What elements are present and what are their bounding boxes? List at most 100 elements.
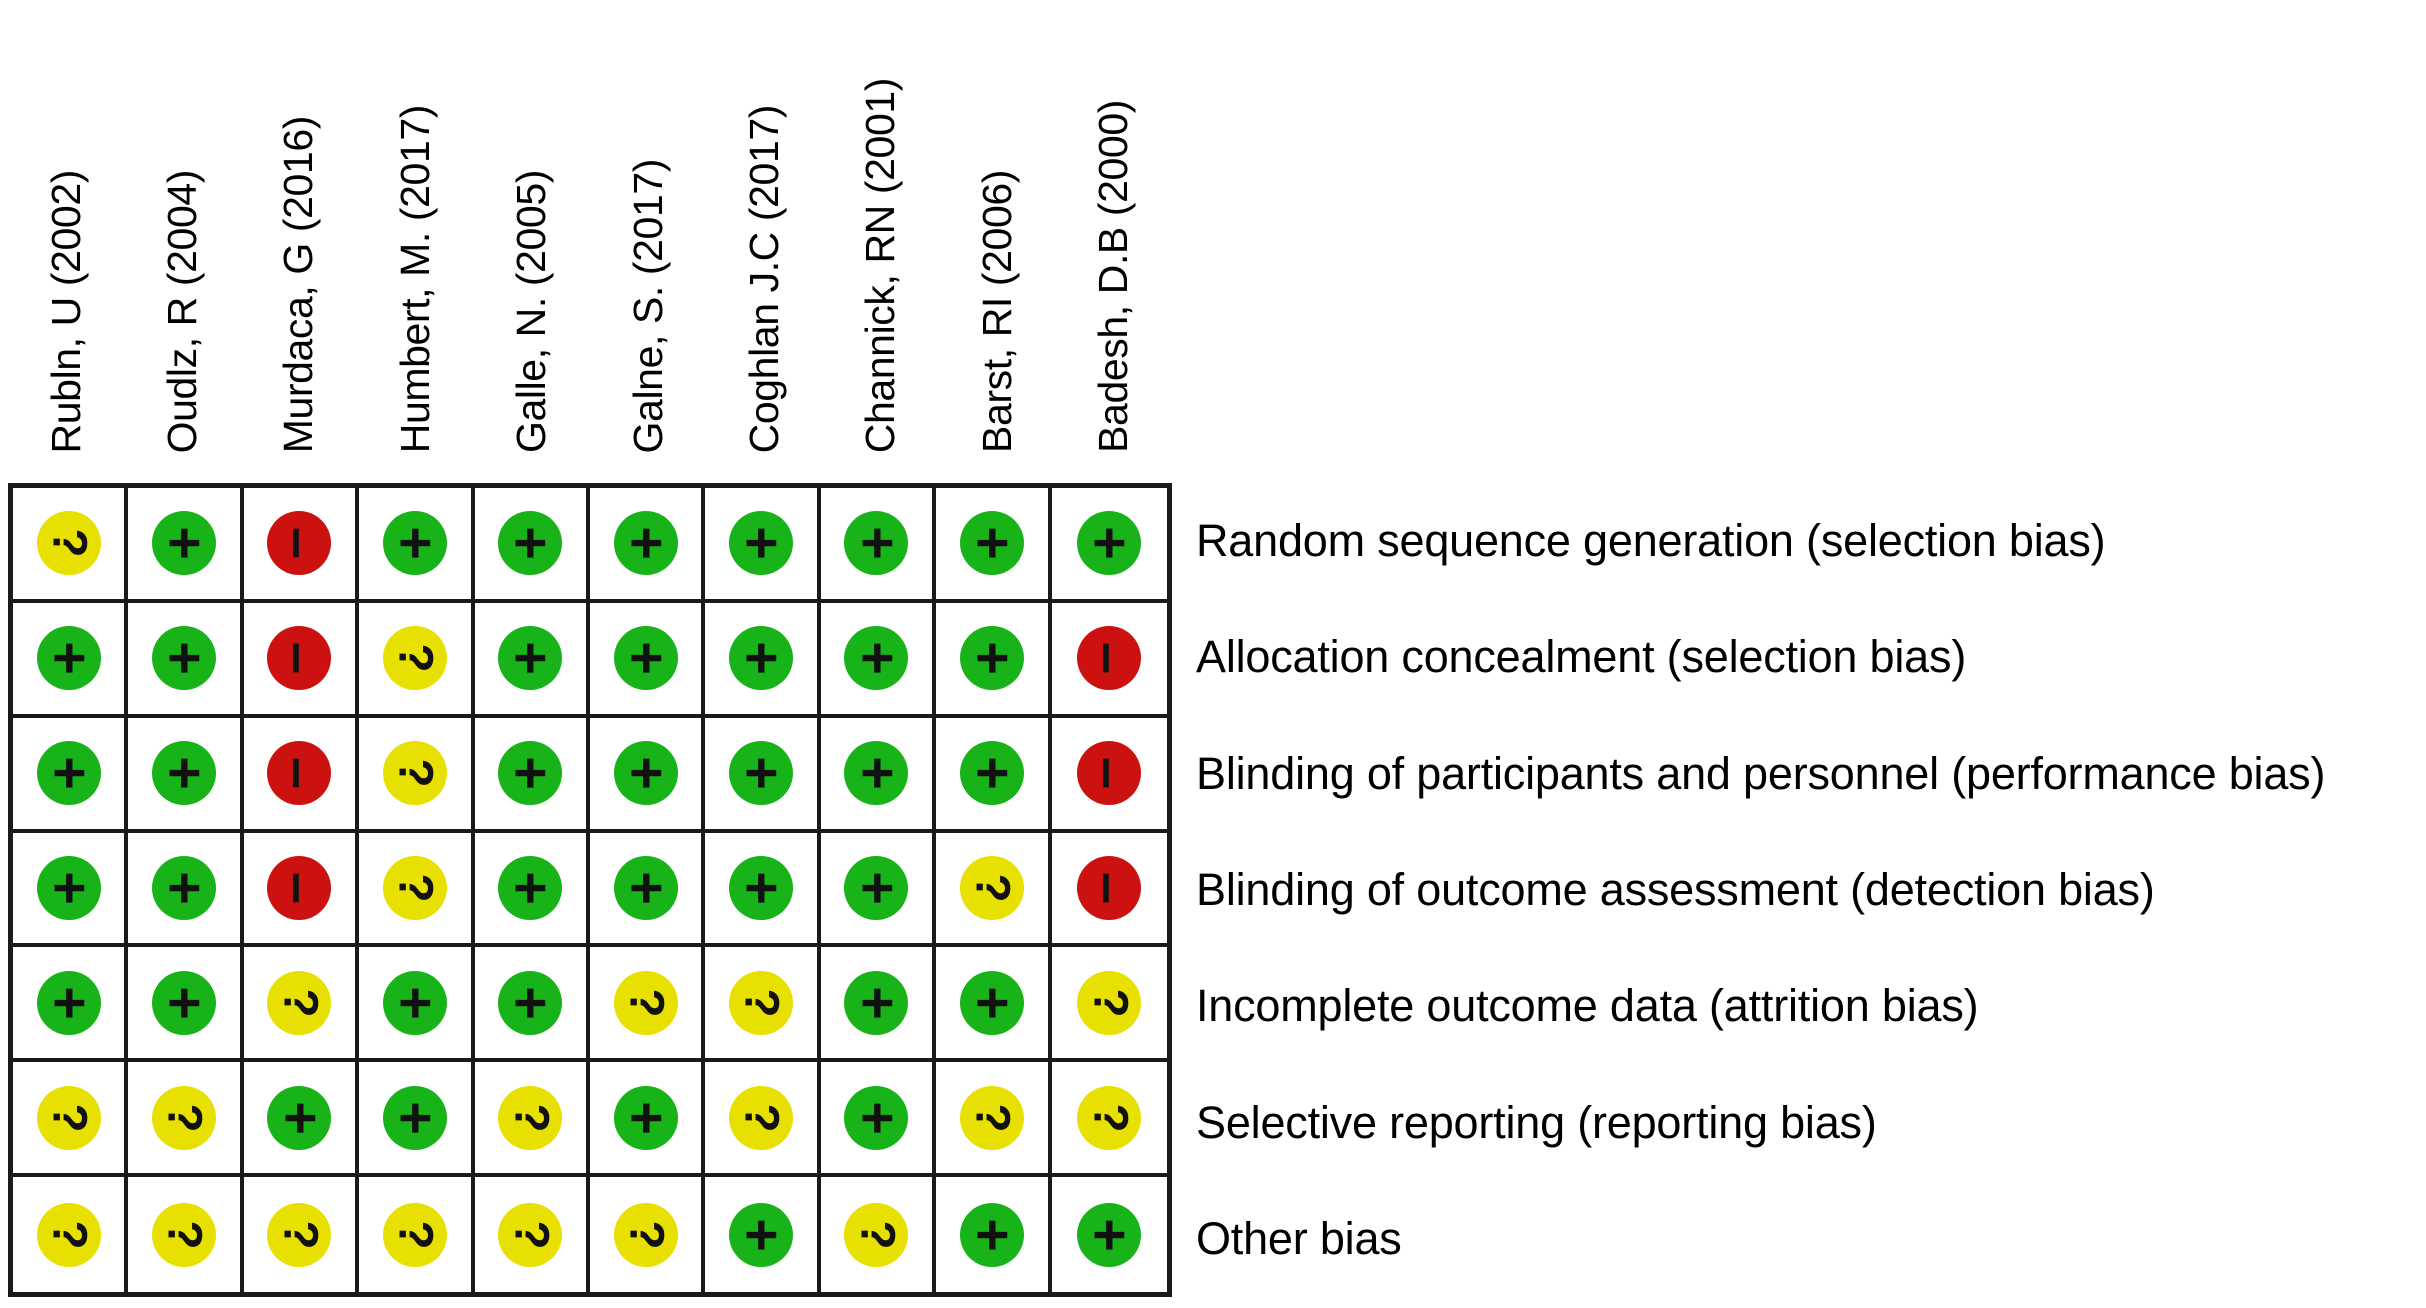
judgement-low-icon: + <box>498 970 564 1035</box>
judgement-glyph: ? <box>735 988 789 1018</box>
judgement-low-icon: + <box>152 855 218 920</box>
judgement-glyph: + <box>152 871 218 905</box>
risk-of-bias-cell: + <box>705 1177 821 1292</box>
risk-of-bias-cell: ? <box>13 1062 129 1178</box>
judgement-low-icon: + <box>844 1085 910 1150</box>
judgement-glyph: + <box>152 641 218 676</box>
risk-of-bias-cell: + <box>474 488 590 603</box>
judgement-glyph: + <box>613 756 679 791</box>
judgement-low-icon: + <box>1077 1202 1143 1267</box>
judgement-glyph: + <box>844 1100 910 1135</box>
judgement-low-icon: + <box>36 741 102 806</box>
judgement-low-icon: + <box>152 626 218 691</box>
risk-of-bias-cell: + <box>936 488 1052 603</box>
judgement-high-icon: – <box>267 626 332 691</box>
column-header-label: Barst, RI (2006) <box>973 170 1020 453</box>
risk-of-bias-cell: – <box>1051 717 1167 833</box>
judgement-glyph: + <box>729 526 795 561</box>
judgement-glyph: ? <box>42 1219 96 1250</box>
judgement-glyph: + <box>613 641 679 676</box>
judgement-glyph: – <box>1077 642 1143 675</box>
risk-of-bias-cell: + <box>474 602 590 718</box>
risk-of-bias-cell: ? <box>128 1177 244 1292</box>
risk-of-bias-cell: + <box>820 947 937 1063</box>
risk-of-bias-cell: – <box>243 832 360 948</box>
judgement-glyph: – <box>1077 756 1143 790</box>
bias-domain-label: Selective reporting (reporting bias) <box>1196 1096 1877 1148</box>
judgement-low-icon: + <box>498 511 563 576</box>
judgement-glyph: ? <box>619 988 673 1018</box>
risk-of-bias-cell: + <box>128 717 244 833</box>
risk-of-bias-cell: + <box>936 717 1052 833</box>
risk-of-bias-cell: + <box>13 602 129 718</box>
risk-of-bias-cell: + <box>1051 1177 1167 1292</box>
judgement-glyph: + <box>152 526 218 561</box>
risk-of-bias-cell: ? <box>820 1177 937 1292</box>
risk-of-bias-cell: + <box>13 947 129 1063</box>
judgement-glyph: ? <box>504 1219 558 1250</box>
judgement-unclear-icon: ? <box>382 855 447 920</box>
risk-of-bias-cell: ? <box>705 947 821 1063</box>
judgement-low-icon: + <box>844 855 909 920</box>
judgement-glyph: + <box>1077 1217 1143 1252</box>
risk-of-bias-cell: + <box>1051 488 1167 603</box>
judgement-high-icon: – <box>267 511 333 576</box>
risk-of-bias-cell: ? <box>705 1062 821 1178</box>
judgement-glyph: + <box>844 526 910 561</box>
judgement-glyph: ? <box>273 988 327 1018</box>
judgement-unclear-icon: ? <box>844 1202 909 1267</box>
judgement-unclear-icon: ? <box>382 741 447 806</box>
judgement-glyph: ? <box>388 1219 442 1250</box>
column-header-label: Oudlz, R (2004) <box>158 169 205 453</box>
column-header-study: Coghlan J.C (2017) <box>706 1 822 453</box>
judgement-glyph: ? <box>1083 1103 1137 1133</box>
risk-of-bias-cell: – <box>1051 832 1167 948</box>
risk-of-bias-cell: + <box>705 602 821 718</box>
column-header-study: Channick, RN (2001) <box>823 1 939 453</box>
judgement-glyph: + <box>959 756 1025 791</box>
column-header-study: Murdaca, G (2016) <box>241 1 357 453</box>
judgement-low-icon: + <box>382 1085 448 1150</box>
risk-of-bias-cell: ? <box>128 1062 244 1178</box>
risk-of-bias-cell: ? <box>936 832 1052 948</box>
judgement-low-icon: + <box>959 741 1025 806</box>
judgement-low-icon: + <box>498 741 564 806</box>
risk-of-bias-cell: ? <box>13 488 129 603</box>
judgement-unclear-icon: ? <box>959 1085 1024 1150</box>
risk-of-bias-cell: + <box>13 717 129 833</box>
risk-of-bias-cell: ? <box>474 1062 590 1178</box>
bias-domain-label: Allocation concealment (selection bias) <box>1196 631 1967 683</box>
risk-of-bias-cell: + <box>474 832 590 948</box>
bias-domain-label: Blinding of outcome assessment (detectio… <box>1196 863 2155 915</box>
judgement-glyph: – <box>267 527 333 560</box>
risk-of-bias-cell: + <box>128 602 244 718</box>
bias-domain-label: Other bias <box>1196 1212 1402 1264</box>
risk-of-bias-cell: + <box>359 1062 475 1178</box>
risk-of-bias-cell: ? <box>590 947 706 1063</box>
judgement-glyph: + <box>959 526 1025 561</box>
judgement-glyph: + <box>498 756 564 791</box>
judgement-low-icon: + <box>498 626 563 691</box>
judgement-glyph: ? <box>965 1103 1019 1133</box>
risk-of-bias-cell: + <box>128 832 244 948</box>
risk-of-bias-cell: + <box>359 947 475 1063</box>
column-header-label: Coghlan J.C (2017) <box>740 104 787 453</box>
judgement-low-icon: + <box>267 1085 332 1150</box>
judgement-unclear-icon: ? <box>498 1085 563 1150</box>
column-header-study: Galne, S. (2017) <box>590 1 706 453</box>
judgement-low-icon: + <box>152 970 217 1035</box>
judgement-high-icon: – <box>267 855 332 920</box>
judgement-unclear-icon: ? <box>1077 970 1142 1035</box>
judgement-unclear-icon: ? <box>267 970 332 1035</box>
bias-domain-label: Random sequence generation (selection bi… <box>1196 515 2106 567</box>
risk-of-bias-cell: + <box>820 602 937 718</box>
judgement-high-icon: – <box>1077 855 1142 920</box>
risk-of-bias-cell: ? <box>1051 947 1167 1063</box>
judgement-low-icon: + <box>729 855 794 920</box>
judgement-glyph: + <box>613 1100 679 1135</box>
judgement-glyph: + <box>498 985 564 1020</box>
column-header-study: Humbert, M. (2017) <box>357 1 473 453</box>
judgement-glyph: + <box>36 985 102 1020</box>
judgement-low-icon: + <box>844 511 910 576</box>
risk-of-bias-cell: ? <box>1051 1062 1167 1178</box>
